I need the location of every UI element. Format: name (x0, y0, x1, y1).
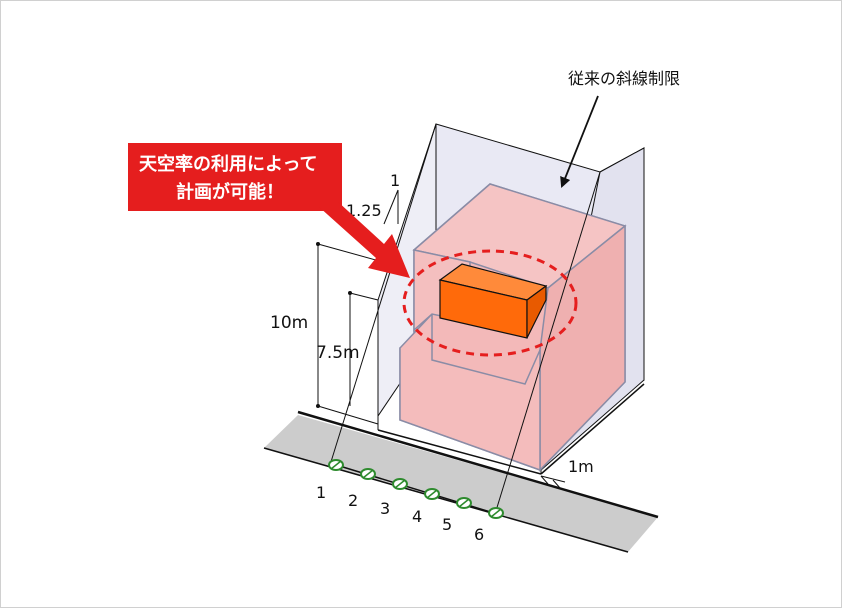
ratio-tick (383, 189, 399, 225)
road-edge-bottom (263, 447, 629, 553)
point-marker-5 (456, 497, 472, 509)
dim-10m-bottom-tick (317, 405, 379, 425)
setback-tick-b (552, 479, 561, 489)
setback-tick-a (540, 475, 549, 485)
point-label-3: 3 (380, 499, 390, 518)
point-marker-2 (360, 468, 376, 480)
callout-line-1: 天空率の利用によって (139, 153, 318, 175)
dim-10m-top-tick (317, 243, 384, 263)
conventional-slope-label: 従来の斜線制限 (568, 69, 680, 88)
point-label-2: 2 (348, 491, 358, 510)
slope-line-left (329, 123, 437, 466)
envelope-base-right (540, 383, 645, 475)
dim-7-5m-top-tick (349, 292, 379, 301)
point-label-5: 5 (442, 515, 452, 534)
setback-line (540, 475, 566, 483)
conventional-slope-arrow (560, 95, 599, 189)
point-marker-3 (392, 478, 408, 490)
point-marker-1 (328, 459, 344, 471)
slope-line-right (494, 171, 601, 515)
building-front-lower (399, 312, 541, 472)
point-label-1: 1 (316, 483, 326, 502)
ratio-numerator: 1 (390, 171, 400, 190)
point-marker-6 (488, 507, 504, 519)
road (264, 415, 658, 552)
point-marker-4 (424, 488, 440, 500)
target-block-side (526, 284, 547, 339)
callout-box (128, 143, 342, 211)
callout-arrow (318, 200, 410, 278)
height-7-5m-label: 7.5m (316, 343, 360, 363)
callout-line-2: 計画が可能！ (176, 181, 284, 203)
point-label-4: 4 (412, 507, 422, 526)
road-edge-top (297, 410, 659, 519)
ratio-denominator: 1.25 (346, 201, 382, 220)
point-label-6: 6 (474, 525, 484, 544)
height-10m-label: 10m (270, 313, 308, 333)
envelope-base-left (377, 429, 542, 475)
highlight-ellipse (402, 249, 578, 357)
setback-1m-label: 1m (568, 457, 594, 476)
building-right-face (539, 224, 626, 472)
